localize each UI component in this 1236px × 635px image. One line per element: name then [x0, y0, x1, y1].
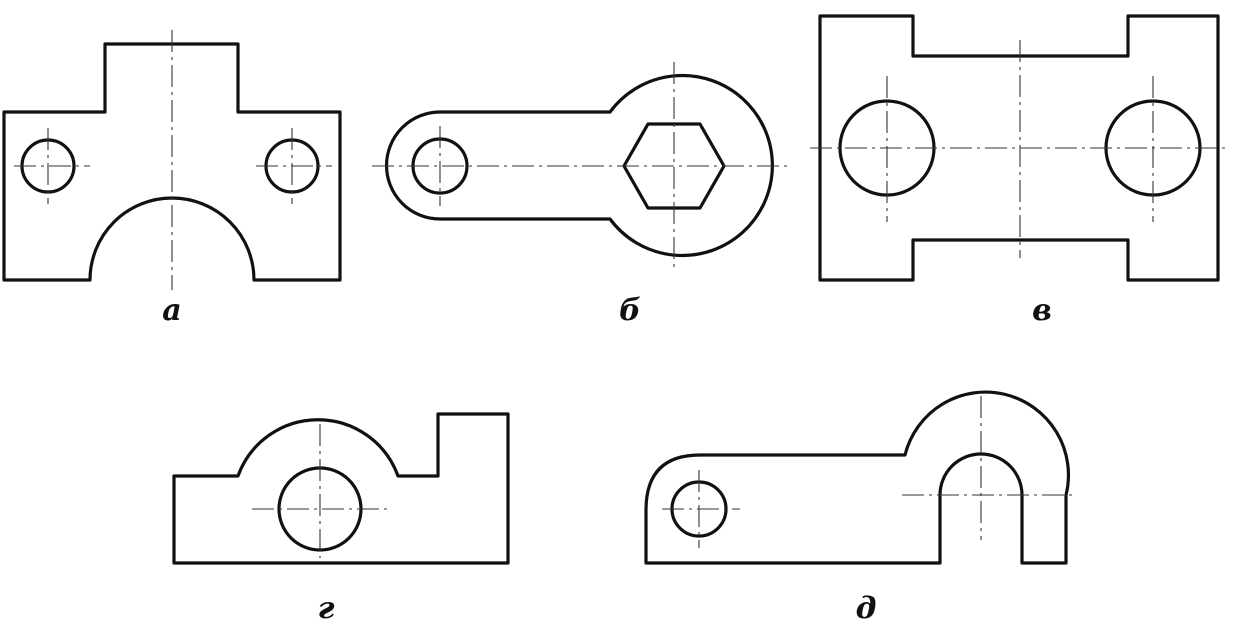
figure-d-caption: д: [856, 591, 877, 626]
figure-v-caption: в: [1032, 293, 1052, 328]
figure-g-caption: г: [318, 591, 335, 626]
figure-a-caption: а: [162, 293, 181, 328]
figure-a: а: [2, 30, 342, 328]
figure-b-caption: б: [619, 293, 641, 328]
figure-d: д: [644, 390, 1076, 626]
figure-g: г: [172, 412, 510, 626]
figure-v-outline: [818, 14, 1220, 282]
figure-g-outline: [172, 412, 510, 565]
figure-v: в: [810, 14, 1230, 328]
figure-b: б: [372, 62, 788, 328]
figure-b-outline: [384, 73, 774, 258]
figure-a-outline: [2, 42, 342, 282]
figure-d-outline: [644, 390, 1071, 565]
